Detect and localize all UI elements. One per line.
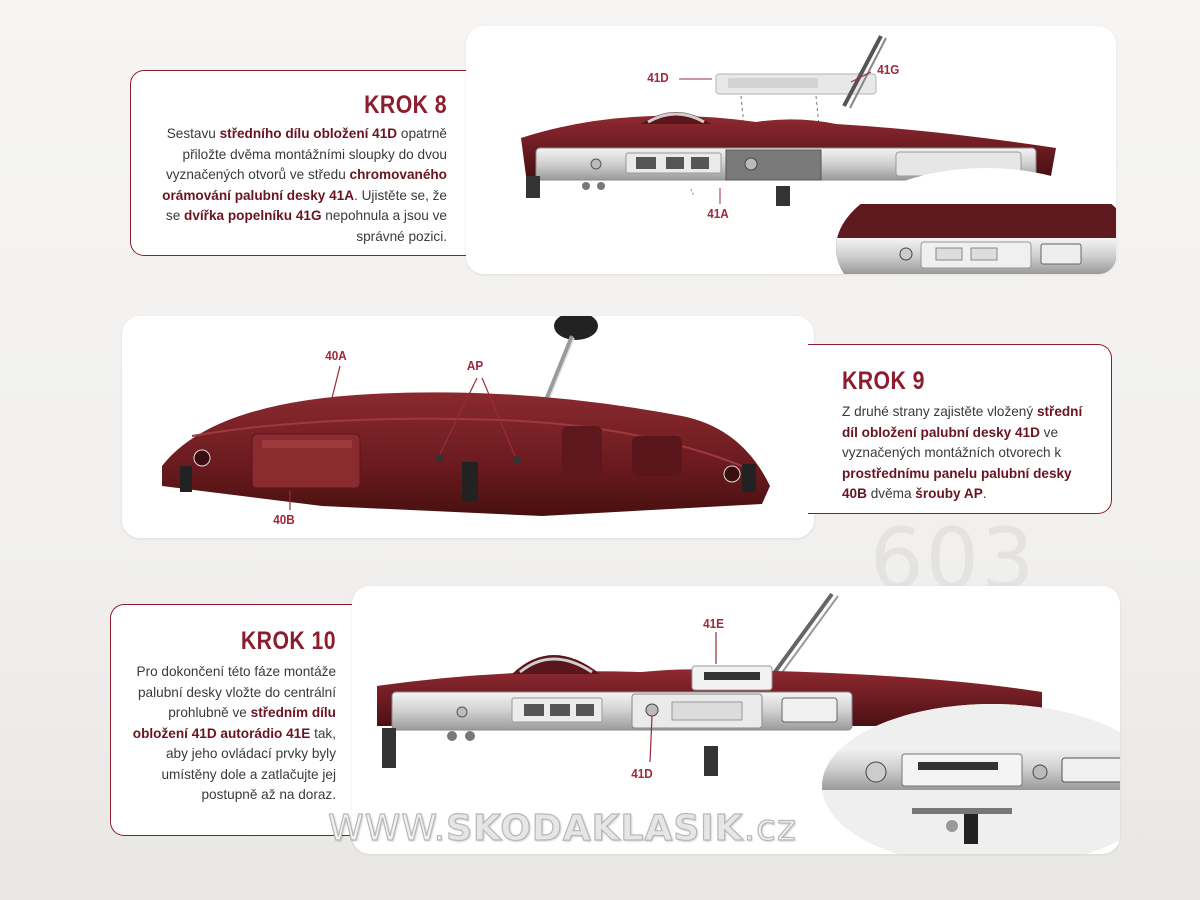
step10-textbox: KROK 10 Pro dokončení této fáze montáže … — [110, 604, 360, 836]
step8-body: Sestavu středního dílu obložení 41D opat… — [149, 124, 447, 247]
step9-body-segment: šrouby AP — [915, 486, 983, 501]
step10-body-segment: tak, aby jeho ovládací prvky byly umístě… — [161, 725, 336, 803]
step8-body-segment: středního dílu obložení 41D — [219, 126, 398, 141]
step10-label-41D: 41D — [631, 766, 653, 781]
step10-photo: 41E 41D — [352, 586, 1120, 854]
step10-body-segment: středním dílu obložení 41D autorádio 41E — [132, 705, 336, 741]
step9-label-40A: 40A — [325, 348, 347, 363]
step9-title: KROK 9 — [842, 367, 925, 395]
step9-label-AP: AP — [466, 358, 484, 373]
step8-label-41A: 41A — [707, 206, 729, 221]
step8-label-41G: 41G — [877, 62, 900, 77]
step8-zoom-inset — [836, 168, 1116, 274]
step9-body: Z druhé strany zajistěte vložený střední… — [842, 402, 1093, 505]
step8-body-segment: opatrně přiložte dvěma montážními sloupk… — [165, 126, 447, 182]
step8-body-segment: nepohnula a jsou ve správné pozici. — [321, 208, 447, 244]
step10-dashboard-illustration — [377, 592, 1120, 854]
step10-zoom-inset — [822, 704, 1120, 854]
step8-body-segment: . Ujistěte se, že se — [165, 187, 447, 224]
step10-body: Pro dokončení této fáze montáže palubní … — [121, 662, 336, 806]
step8-label-41D: 41D — [647, 70, 669, 85]
step8-body-segment: Sestavu — [166, 126, 220, 141]
step9-body-segment: . — [982, 486, 987, 501]
step9-photo: 40A AP 40B — [122, 316, 814, 538]
step8-textbox: KROK 8 Sestavu středního dílu obložení 4… — [130, 70, 475, 256]
watermark-brand: SKODAKLASIK — [446, 807, 744, 849]
step9-dashboard-illustration — [162, 316, 770, 516]
watermark-prefix: WWW. — [327, 807, 447, 849]
step10-title: KROK 10 — [240, 627, 336, 655]
step9-body-segment: dvěma — [866, 486, 916, 501]
step8-body-segment: chromovaného orámování palubní desky 41A — [162, 167, 447, 203]
step9-body-segment: střední díl obložení palubní desky 41D — [842, 404, 1083, 440]
step8-title: KROK 8 — [364, 91, 447, 119]
site-watermark: WWW.SKODAKLASIK.cz — [327, 807, 797, 849]
watermark-suffix: .cz — [743, 807, 797, 849]
step9-body-segment: ve vyznačených montážních otvorech k — [842, 424, 1062, 461]
step9-body-segment: Z druhé strany zajistěte vložený — [842, 404, 1037, 419]
step10-body-segment: Pro dokončení této fáze montáže palubní … — [136, 664, 337, 720]
step8-body-segment: dvířka popelníku 41G — [184, 208, 322, 223]
step9-label-40B: 40B — [273, 512, 295, 527]
step9-textbox: KROK 9 Z druhé strany zajistěte vložený … — [808, 344, 1112, 514]
step8-photo: 41D 41G 41A — [466, 26, 1116, 274]
step8-dashboard-illustration — [521, 35, 1116, 274]
step10-label-41E: 41E — [703, 616, 724, 631]
step9-body-segment: prostřednímu panelu palubní desky 40B — [842, 465, 1072, 502]
